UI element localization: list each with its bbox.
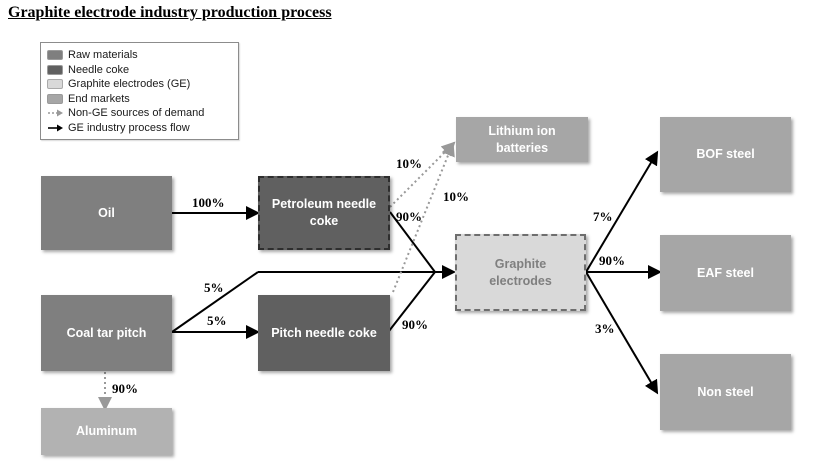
node-oil: Oil bbox=[41, 176, 172, 250]
node-label: Pitch needle coke bbox=[271, 325, 377, 340]
node-pitch-needle-coke: Pitch needle coke bbox=[258, 295, 390, 371]
flow-label-graphite-to-non-steel: 3% bbox=[595, 321, 615, 336]
flow-label-petroleum-to-graphite: 90% bbox=[396, 209, 422, 224]
arrow-graphite-to-bof-steel bbox=[585, 150, 659, 273]
node-coal-tar-pitch: Coal tar pitch bbox=[41, 295, 172, 371]
flow-label-pitch-to-lithium: 10% bbox=[443, 189, 469, 204]
node-aluminum: Aluminum bbox=[41, 408, 172, 455]
diagram-title: Graphite electrode industry production p… bbox=[8, 4, 332, 21]
arrow-petroleum-coke-to-lithium-batteries bbox=[389, 141, 456, 208]
solid-arrow-icon bbox=[48, 124, 63, 132]
legend-item-label: Raw materials bbox=[68, 49, 138, 62]
legend-item-graphite-electrodes: Graphite electrodes (GE) bbox=[47, 77, 232, 92]
legend-item-end-markets: End markets bbox=[47, 92, 232, 107]
node-label: Graphite electrodes bbox=[489, 256, 552, 288]
node-graphite-electrodes: Graphite electrodes bbox=[455, 234, 586, 311]
legend-item-non-ge-demand: Non-GE sources of demand bbox=[47, 106, 232, 121]
legend-item-label: Needle coke bbox=[68, 63, 130, 76]
node-label: Lithium ion batteries bbox=[488, 123, 556, 155]
flow-label-graphite-to-bof: 7% bbox=[593, 209, 613, 224]
flow-label-coal-to-graphite: 5% bbox=[204, 280, 224, 295]
legend-item-ge-process-flow: GE industry process flow bbox=[47, 121, 232, 136]
legend-item-raw-materials: Raw materials bbox=[47, 48, 232, 63]
graphite-electrodes-swatch-icon bbox=[47, 79, 63, 90]
legend-item-needle-coke: Needle coke bbox=[47, 63, 232, 78]
node-label: EAF steel bbox=[697, 265, 754, 280]
flow-label-petroleum-to-lithium: 10% bbox=[396, 156, 422, 171]
needle-coke-swatch-icon bbox=[47, 64, 63, 75]
arrow-graphite-to-non-steel bbox=[585, 271, 659, 395]
node-petroleum-needle-coke: Petroleum needle coke bbox=[258, 176, 390, 250]
node-non-steel: Non steel bbox=[660, 354, 791, 430]
node-label: Aluminum bbox=[75, 424, 138, 439]
legend-item-label: GE industry process flow bbox=[68, 121, 190, 134]
flow-label-pitch-to-graphite: 90% bbox=[402, 317, 428, 332]
end-markets-swatch-icon bbox=[47, 93, 63, 104]
legend: Raw materials Needle coke Graphite elect… bbox=[40, 42, 239, 140]
flow-label-coal-to-pitch-coke: 5% bbox=[207, 313, 227, 328]
legend-item-label: Graphite electrodes (GE) bbox=[68, 78, 191, 91]
node-label: Petroleum needle coke bbox=[271, 197, 377, 228]
dashed-arrow-icon bbox=[48, 109, 63, 117]
raw-materials-swatch-icon bbox=[47, 50, 63, 61]
node-label: Oil bbox=[98, 205, 115, 220]
node-bof-steel: BOF steel bbox=[660, 117, 791, 192]
legend-item-label: Non-GE sources of demand bbox=[68, 107, 205, 120]
flow-label-graphite-to-eaf: 90% bbox=[599, 253, 625, 268]
arrow-coal-tar-pitch-to-graphite-diagonal bbox=[171, 271, 259, 333]
legend-item-label: End markets bbox=[68, 92, 130, 105]
flow-label-oil-to-petroleum-coke: 100% bbox=[192, 195, 225, 210]
node-label: Coal tar pitch bbox=[66, 325, 147, 340]
node-label: BOF steel bbox=[696, 147, 755, 162]
arrow-pitch-coke-to-graphite bbox=[388, 271, 436, 332]
flow-label-coal-to-aluminum: 90% bbox=[112, 381, 138, 396]
arrow-petroleum-coke-to-graphite bbox=[389, 211, 436, 273]
node-lithium-ion-batteries: Lithium ion batteries bbox=[456, 117, 588, 162]
node-eaf-steel: EAF steel bbox=[660, 235, 791, 311]
node-label: Non steel bbox=[697, 384, 754, 399]
